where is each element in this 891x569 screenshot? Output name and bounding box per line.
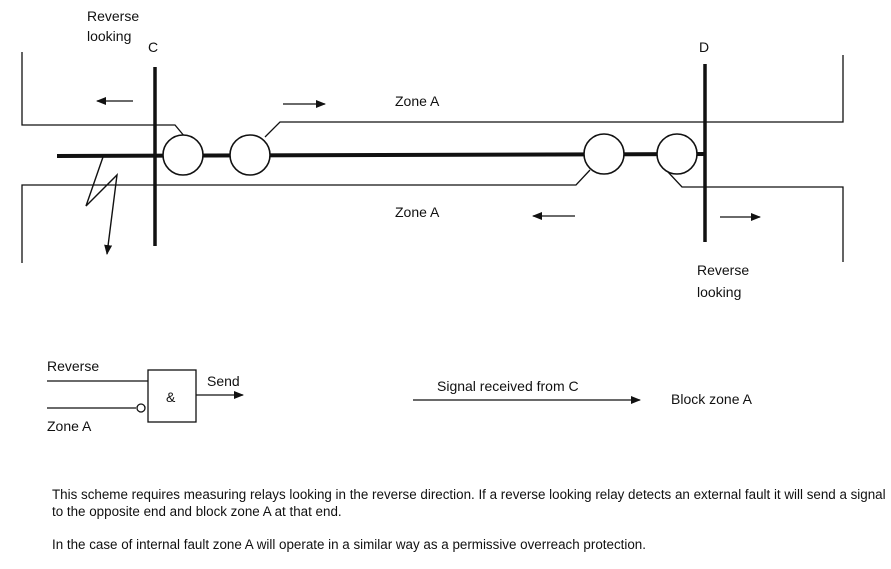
block-zone-a-label: Block zone A: [671, 391, 753, 407]
relay-c-forward: [229, 134, 271, 176]
protection-scheme-diagram: Reverse looking C D Zone A Zone A Revers…: [21, 8, 844, 434]
fault-lightning-icon: [85, 156, 118, 255]
and-gate: [147, 369, 197, 423]
zone-a-reach-top-left: [21, 52, 186, 138]
logic-output-send-label: Send: [207, 373, 240, 389]
reverse-looking-bottom-line2: looking: [697, 284, 741, 300]
description-paragraph-1: This scheme requires measuring relays lo…: [52, 487, 886, 519]
zone-a-bottom-label: Zone A: [395, 204, 440, 220]
reverse-looking-top-line2: looking: [87, 28, 131, 44]
signal-received-label: Signal received from C: [437, 378, 579, 394]
zone-a-reach-top-right: [264, 55, 844, 138]
zone-a-reach-bottom-left: [21, 169, 591, 263]
reverse-looking-bottom-line1: Reverse: [697, 262, 749, 278]
logic-input-zone-a-label: Zone A: [47, 418, 92, 434]
relay-c-reverse: [162, 134, 204, 176]
description-paragraph-2: In the case of internal fault zone A wil…: [52, 537, 646, 552]
reverse-looking-top-line1: Reverse: [87, 8, 139, 24]
relay-d-forward: [583, 133, 625, 175]
bus-d-label: D: [699, 39, 709, 55]
relay-d-reverse: [656, 133, 698, 175]
zone-a-top-label: Zone A: [395, 93, 440, 109]
and-gate-symbol: &: [166, 389, 176, 405]
logic-inverter-icon: [136, 403, 146, 413]
logic-input-reverse-label: Reverse: [47, 358, 99, 374]
zone-a-reach-bottom-right: [667, 171, 844, 262]
bus-c-label: C: [148, 39, 158, 55]
